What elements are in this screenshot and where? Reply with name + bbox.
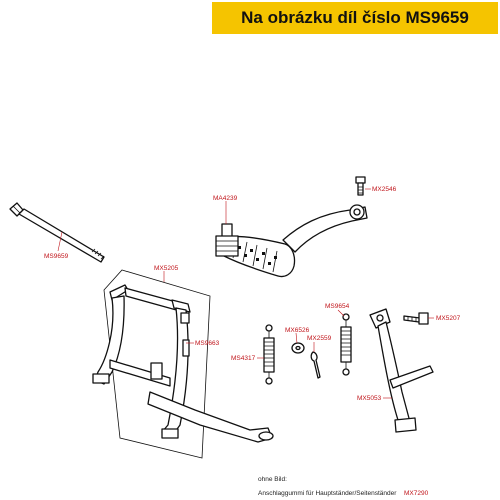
banner-text: Na obrázku díl číslo MS9659 [241, 8, 469, 27]
label-mx5207: MX5207 [436, 315, 461, 322]
bolt-small-top [355, 176, 366, 196]
split-pin [310, 351, 321, 379]
label-mx2559: MX2559 [307, 335, 332, 342]
label-mx6526: MX6526 [285, 327, 310, 334]
spring-right [340, 313, 352, 376]
bolt-side-stand [403, 312, 429, 325]
note-item-part-number: MX7290 [404, 490, 429, 497]
label-ms9663: MS9663 [195, 340, 220, 347]
label-ms4317: MS4317 [231, 355, 256, 362]
note-item: Anschlaggummi für Hauptständer/Seitenstä… [258, 490, 397, 497]
label-ms9659: MS9659 [44, 253, 69, 260]
label-mx2546: MX2546 [372, 186, 397, 193]
label-mx5205: MX5205 [154, 265, 179, 272]
label-ma4239: MA4239 [213, 195, 238, 202]
leader-lines [57, 188, 434, 399]
spring-left [263, 324, 275, 385]
label-ms9654: MS9654 [325, 303, 350, 310]
note-heading: ohne Bild: [258, 476, 287, 483]
label-mx5053: MX5053 [357, 395, 382, 402]
side-stand [369, 308, 434, 433]
kick-lever [215, 204, 368, 278]
part-number-banner: Na obrázku díl číslo MS9659 [212, 2, 498, 34]
main-stand [92, 269, 274, 459]
washer [291, 342, 305, 354]
